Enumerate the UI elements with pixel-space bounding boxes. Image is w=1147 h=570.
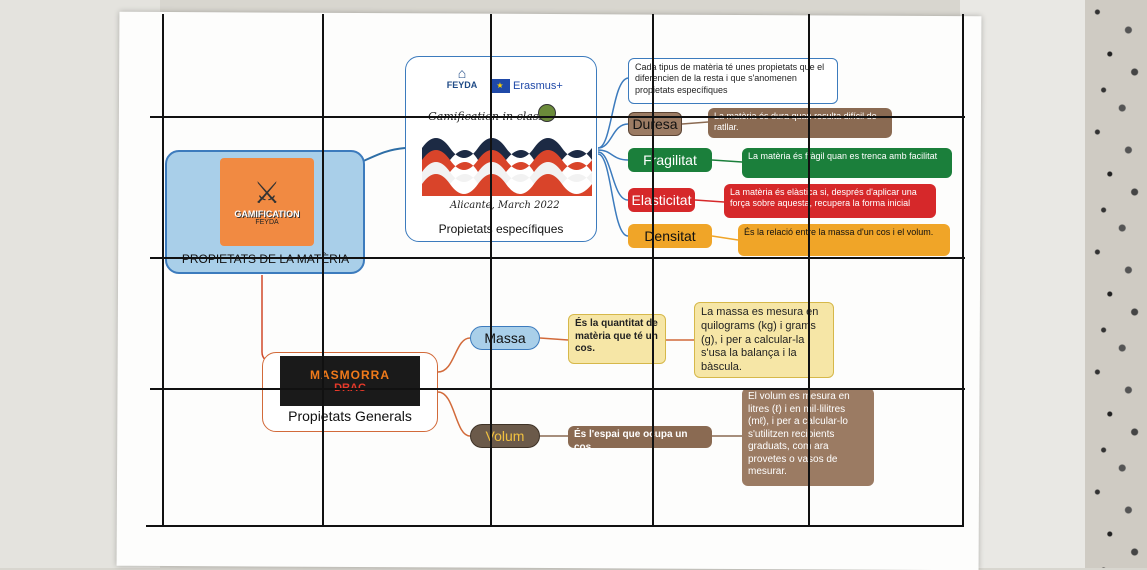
crossed-swords-icon: ⚔ xyxy=(253,176,281,210)
gamification-logo: ⚔ GAMIFICATION FEYDA xyxy=(220,158,314,246)
massa-definition: És la quantitat de matèria que té un cos… xyxy=(568,314,666,364)
desc-elasticitat: La matèria és elàstica si, després d'apl… xyxy=(724,184,936,218)
logo-text: GAMIFICATION xyxy=(234,208,300,219)
chip-densitat[interactable]: Densitat xyxy=(628,224,712,248)
grid-line-v1 xyxy=(162,14,164,526)
desc-densitat: És la relació entre la massa d'un cos i … xyxy=(738,224,950,256)
general-title: Propietats Generals xyxy=(288,408,412,424)
grid-line-v6 xyxy=(962,14,964,526)
banner-date: Alicante, March 2022 xyxy=(450,200,560,211)
desc-duresa: La matèria és dura quan resulta difícil … xyxy=(708,108,892,138)
globe-icon xyxy=(538,104,556,122)
grid-line-v2 xyxy=(322,14,324,526)
chip-massa[interactable]: Massa xyxy=(470,326,540,350)
grid-line-v5 xyxy=(808,14,810,526)
terrazzo-floor xyxy=(1085,0,1147,568)
erasmus-logo: ★ Erasmus+ xyxy=(490,76,570,96)
chip-volum[interactable]: Volum xyxy=(470,424,540,448)
grid-line-v3 xyxy=(490,14,492,526)
grid-line-h1 xyxy=(150,116,965,118)
intro-note: Cada tipus de matèria té unes propietats… xyxy=(628,58,838,104)
grid-line-h4 xyxy=(146,525,964,527)
desc-fragilitat: La matèria és fràgil quan es trenca amb … xyxy=(742,148,952,178)
feyda-logo: ⌂ FEYDA xyxy=(440,66,484,94)
massa-detail: La massa es mesura en quilograms (kg) i … xyxy=(694,302,834,378)
grid-line-h3 xyxy=(150,388,965,390)
logo-sub: FEYDA xyxy=(255,218,279,226)
masmorra-banner: MASMORRA DRAC xyxy=(280,356,420,406)
chip-elasticitat[interactable]: Elasticitat xyxy=(628,188,695,212)
chip-fragilitat[interactable]: Fragilitat xyxy=(628,148,712,172)
waves-graphic xyxy=(422,138,592,196)
grid-line-v4 xyxy=(652,14,654,526)
specific-title: Propietats específiques xyxy=(438,222,564,236)
grid-line-h2 xyxy=(150,257,965,259)
eu-flag-icon: ★ xyxy=(490,79,510,93)
volum-definition: És l'espai que ocupa un cos. xyxy=(568,426,712,453)
house-icon: ⌂ xyxy=(457,65,467,81)
root-label: PROPIETATS DE LA MATÈRIA xyxy=(181,252,350,266)
